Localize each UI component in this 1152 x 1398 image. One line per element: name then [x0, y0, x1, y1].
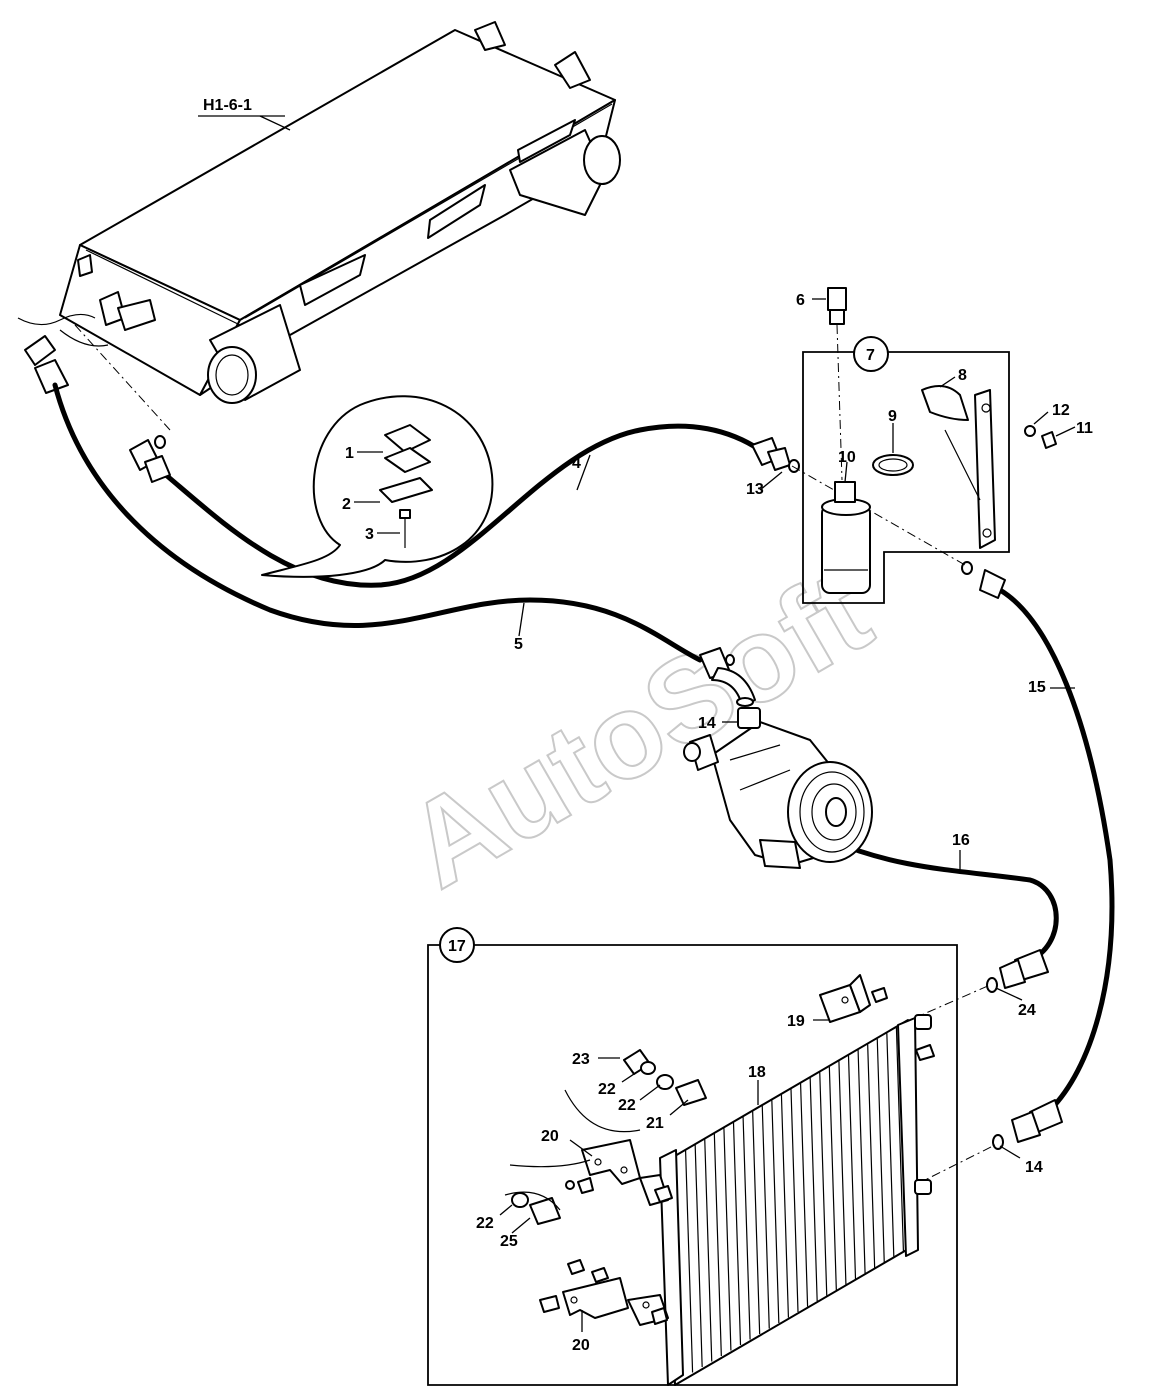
- pressure-switch: [827, 287, 847, 325]
- condenser-fin: [704, 1139, 713, 1362]
- condenser-fin: [742, 1116, 751, 1340]
- callout-14-compressor: 14: [698, 715, 716, 732]
- callout-20-upper: 20: [541, 1128, 559, 1145]
- callout-16: 16: [952, 832, 970, 849]
- callout-5: 5: [514, 636, 523, 653]
- callout-24: 24: [1018, 1002, 1036, 1019]
- callout-18: 18: [748, 1064, 766, 1081]
- condenser-fin: [819, 1072, 828, 1296]
- callout-19: 19: [787, 1013, 805, 1030]
- callout-12: 12: [1052, 402, 1070, 419]
- callout-2: 2: [342, 496, 351, 513]
- condenser-fin: [809, 1077, 818, 1302]
- callout-25: 25: [500, 1233, 518, 1250]
- condenser-fin: [876, 1038, 885, 1263]
- callout-23: 23: [572, 1051, 590, 1068]
- condenser-fin: [886, 1033, 895, 1258]
- hardware: [511, 1049, 707, 1325]
- hose-15: [997, 587, 1115, 1113]
- condenser-fin: [771, 1100, 780, 1324]
- bracket-19: [819, 974, 935, 1061]
- drier-bracket: [921, 385, 996, 549]
- hose-16: [827, 837, 1059, 963]
- callout-20-lower: 20: [572, 1337, 590, 1354]
- hose-4: [157, 423, 763, 588]
- hose-5: [52, 382, 703, 663]
- callout-17: 17: [448, 938, 466, 955]
- callout-22-middle: 22: [618, 1097, 636, 1114]
- callout-10: 10: [838, 449, 856, 466]
- callout-21: 21: [646, 1115, 664, 1132]
- callout-circle-7: [853, 336, 889, 372]
- condenser-fin: [857, 1049, 866, 1274]
- callout-13: 13: [746, 481, 764, 498]
- condenser-fin: [723, 1128, 732, 1351]
- callout-9: 9: [888, 408, 897, 425]
- callout-15: 15: [1028, 679, 1046, 696]
- condenser-fin: [867, 1044, 876, 1269]
- condenser-fin: [847, 1055, 857, 1280]
- callout-4: 4: [572, 455, 581, 472]
- condenser-fin: [780, 1094, 790, 1318]
- callout-14-condenser: 14: [1025, 1159, 1043, 1176]
- callout-circle-17: [439, 927, 475, 963]
- condenser-fin: [761, 1105, 770, 1329]
- callout-11: 11: [1076, 420, 1093, 437]
- condenser-fin: [684, 1150, 694, 1373]
- callout-labels: 1 2 3 4 5 6 7 8 9 10 11 12 13 14 14 15 1…: [342, 292, 1093, 1354]
- condenser-fin: [790, 1088, 799, 1313]
- hose-fittings: [129, 435, 1063, 1150]
- condenser-fin: [752, 1111, 761, 1335]
- callout-leaders: [499, 454, 1075, 1332]
- o-ring-14a: [736, 697, 754, 707]
- callout-22-lower: 22: [476, 1215, 494, 1232]
- callout-6: 6: [796, 292, 805, 309]
- bolt-11: [1041, 431, 1057, 449]
- condenser-group-frame: [427, 944, 958, 1386]
- callout-8: 8: [958, 367, 967, 384]
- compressor: [683, 707, 873, 869]
- receiver-drier: [821, 481, 871, 594]
- hvac-reference-label: H1-6-1: [203, 97, 252, 114]
- callout-22-upper: 22: [598, 1081, 616, 1098]
- condenser-fin: [895, 1027, 905, 1252]
- condenser-fin: [694, 1144, 703, 1368]
- callout-3: 3: [365, 526, 374, 543]
- drier-clamp: [872, 454, 914, 476]
- condenser-fin: [713, 1133, 722, 1357]
- condenser-fin: [732, 1122, 742, 1346]
- callout-1: 1: [345, 445, 354, 462]
- condenser-fin: [828, 1066, 837, 1291]
- drier-group-frame: [802, 351, 1010, 604]
- condenser: [659, 1014, 932, 1386]
- detail-bubble: [261, 395, 494, 578]
- condenser-fin: [799, 1083, 809, 1307]
- bracket-20-upper: [581, 1139, 669, 1206]
- clip-assembly: [379, 424, 433, 548]
- washer-12: [1024, 425, 1036, 437]
- callout-7: 7: [866, 347, 875, 364]
- condenser-fin: [838, 1061, 847, 1285]
- bracket-20-lower: [562, 1277, 669, 1326]
- hvac-unit: [17, 21, 621, 404]
